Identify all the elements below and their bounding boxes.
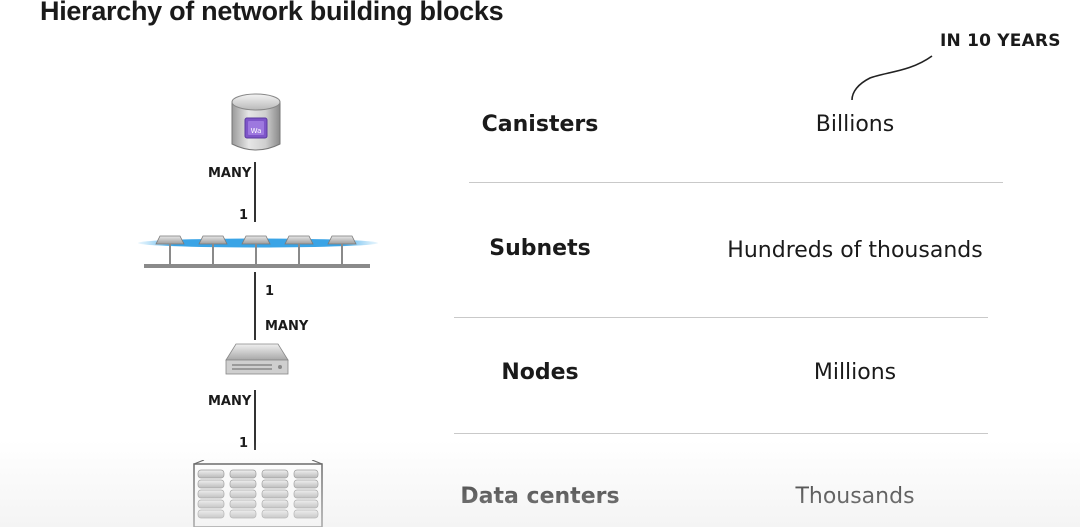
row-name-data-centers: Data centers [460, 484, 620, 509]
row-divider [454, 433, 988, 434]
page-title: Hierarchy of network building blocks [40, 0, 504, 26]
relation-label-many: MANY [265, 319, 309, 334]
row-value-data-centers: Thousands [795, 484, 915, 509]
connector-line [254, 390, 256, 450]
relation-label-one: 1 [239, 436, 249, 451]
data-center-icon [193, 460, 323, 527]
canister-icon: Wa [231, 93, 281, 151]
row-divider [469, 182, 1003, 183]
row-divider [454, 317, 988, 318]
annotation-arrow [851, 55, 933, 101]
relation-label-many: MANY [208, 394, 252, 409]
row-name-subnets: Subnets [489, 236, 591, 261]
row-name-canisters: Canisters [481, 112, 599, 137]
relation-label-one: 1 [265, 284, 275, 299]
relation-label-one: 1 [239, 208, 249, 223]
row-name-nodes: Nodes [501, 360, 579, 385]
connector-line [254, 162, 256, 222]
row-value-subnets: Hundreds of thousands [727, 238, 983, 263]
relation-label-many: MANY [208, 166, 252, 181]
connector-line [254, 272, 256, 340]
canister-badge-text: Wa [251, 127, 262, 135]
row-value-canisters: Billions [815, 112, 895, 137]
subnet-icon [138, 235, 378, 268]
row-value-nodes: Millions [813, 360, 897, 385]
annotation-label: IN 10 YEARS [940, 31, 1061, 51]
server-node-icon [225, 343, 289, 375]
